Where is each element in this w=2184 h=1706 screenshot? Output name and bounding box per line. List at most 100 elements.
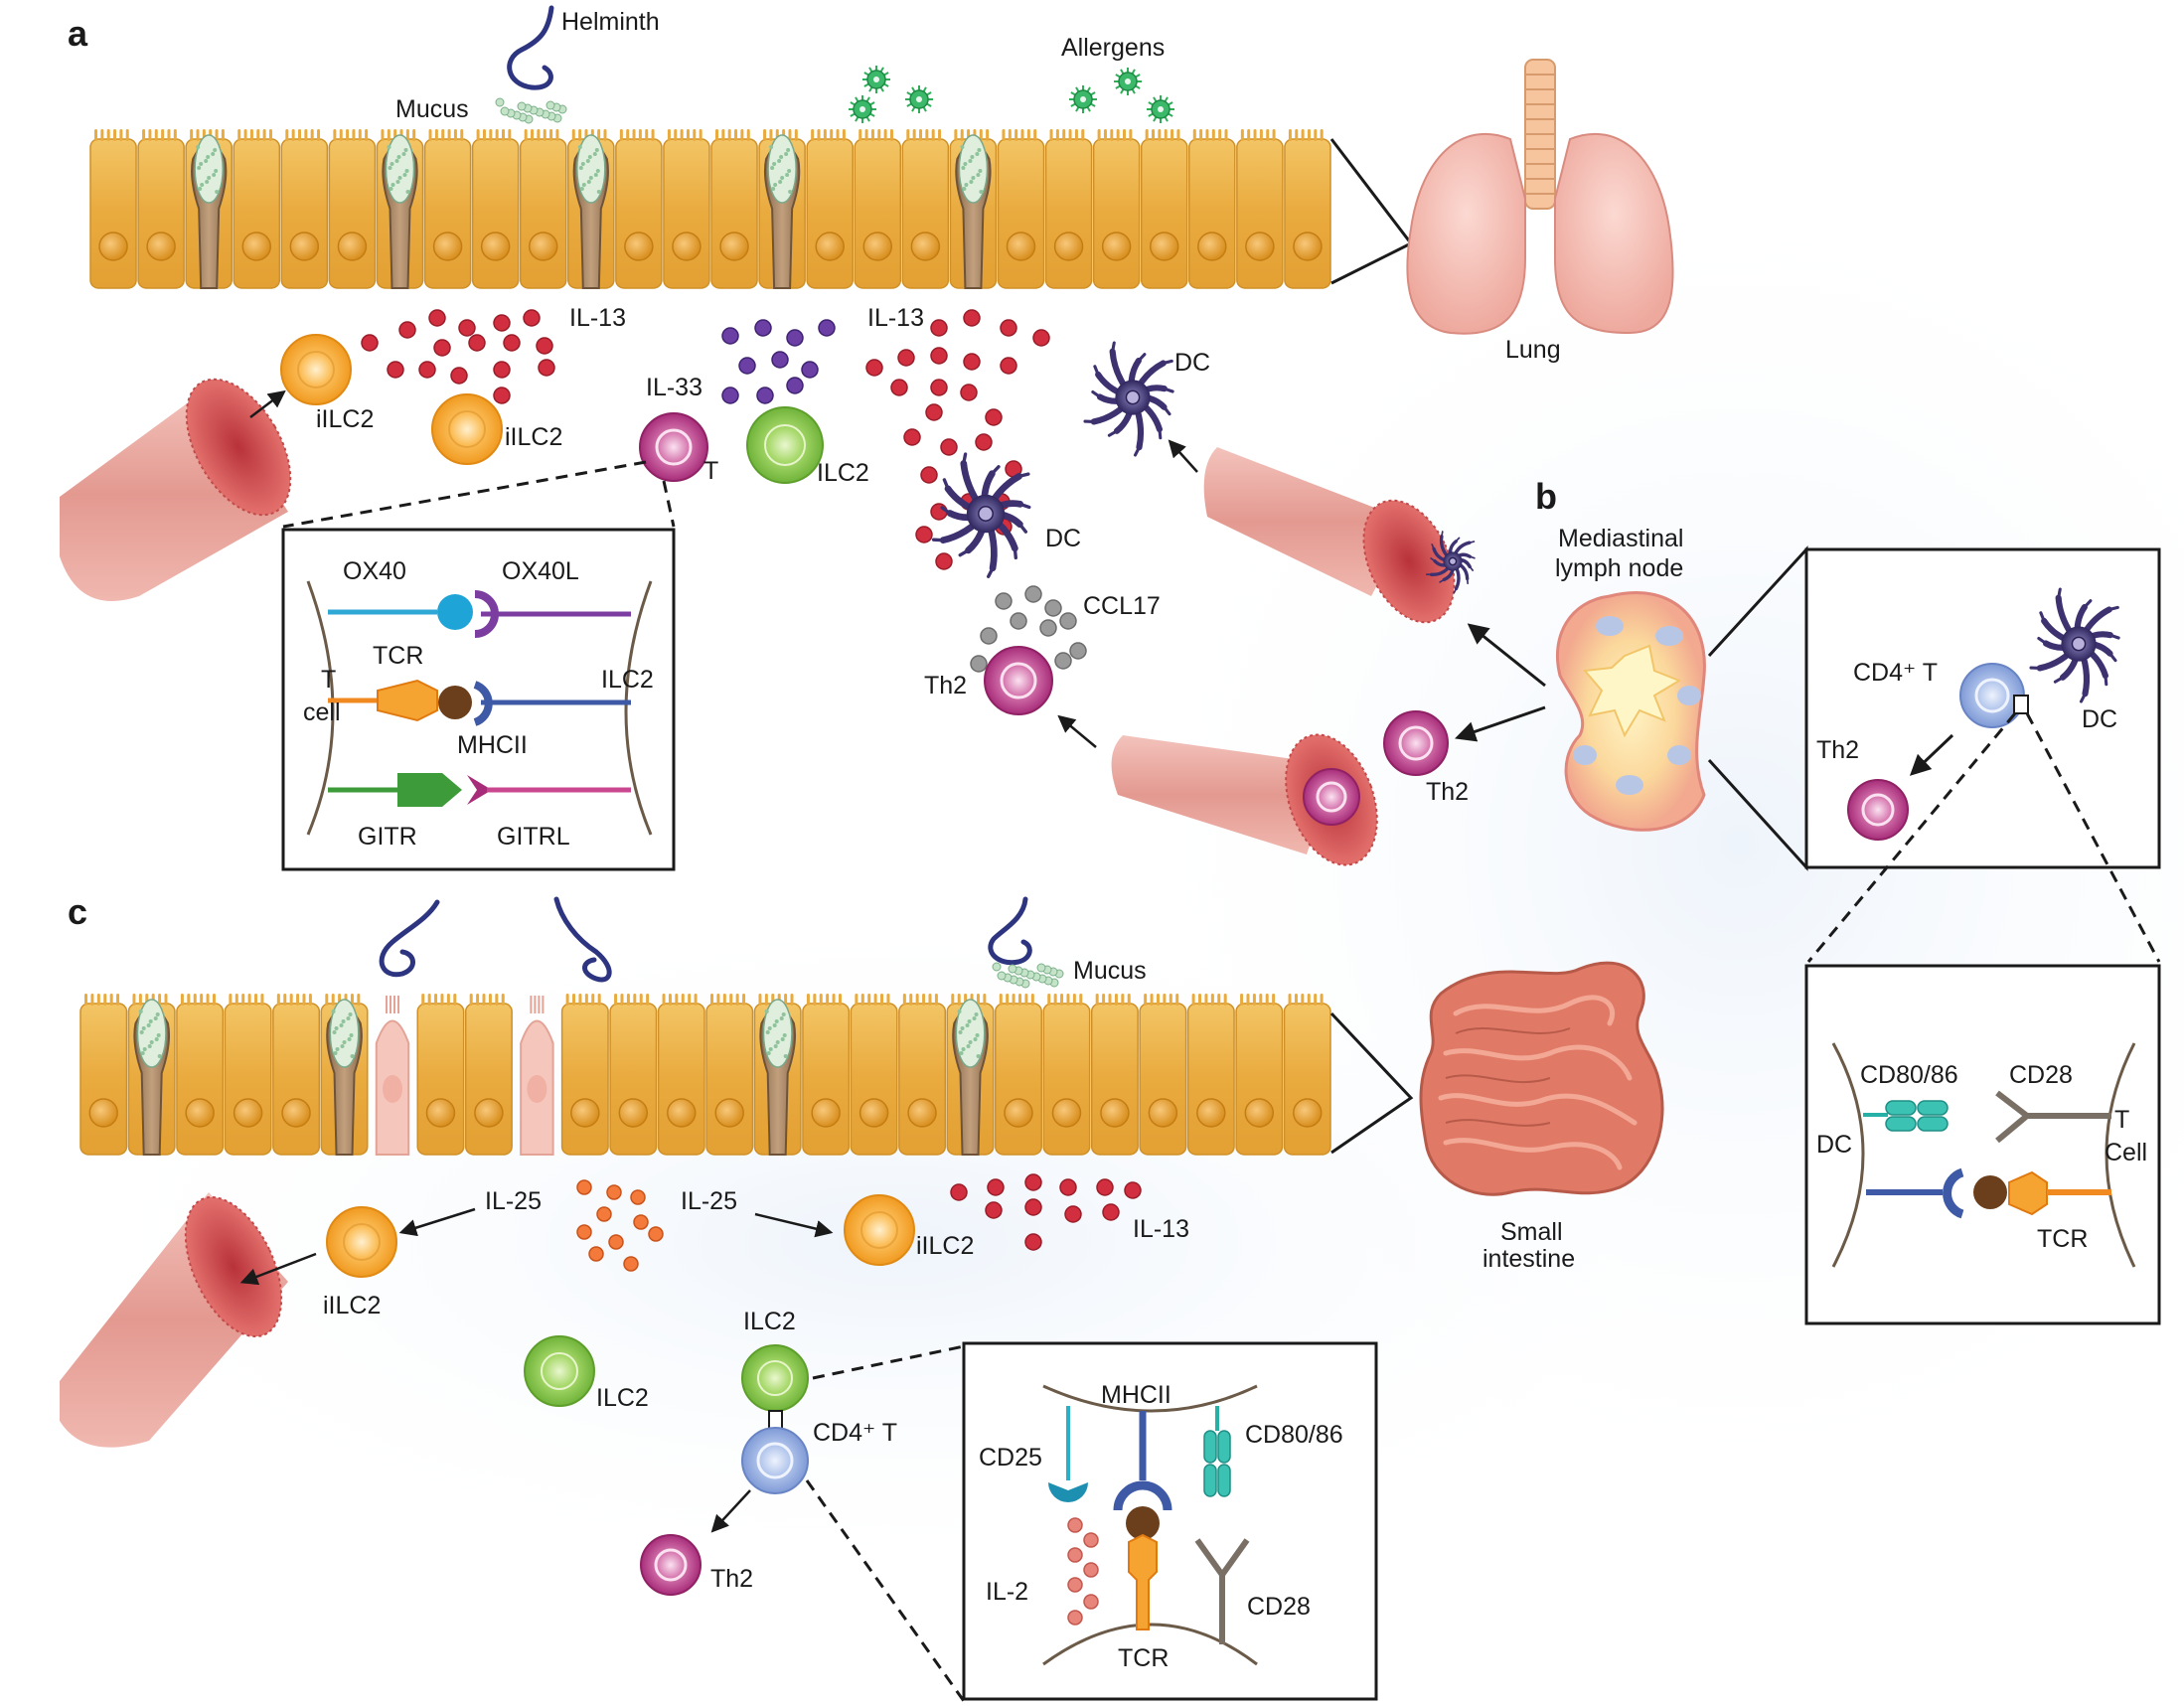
t-cell-label: T (703, 457, 718, 485)
epithelial-cell (1044, 138, 1093, 289)
epithelial-cell (802, 1003, 851, 1156)
cd4t-label: CD4⁺ T (1853, 659, 1938, 687)
signal-arrow (754, 1212, 834, 1238)
ilc2-label: ILC2 (817, 459, 869, 487)
migration-arrow (1057, 714, 1097, 748)
th2-label: Th2 (924, 672, 967, 699)
inset-costimulation (1804, 964, 2161, 1325)
epithelial-cell (423, 138, 472, 289)
epithelial-cell (272, 1003, 321, 1156)
migration-arrow (1467, 623, 1546, 688)
il13-cytokines (865, 309, 1050, 570)
th2-label: Th2 (710, 1565, 753, 1593)
epithelial-cell (995, 1003, 1042, 1156)
lung-epithelium (89, 129, 1331, 289)
ilc2-cell (524, 1335, 595, 1407)
iilc2-cell (431, 393, 503, 465)
inset-label-tcr: TCR (1118, 1644, 1169, 1672)
iilc2-cell (280, 334, 352, 405)
dc-label: DC (1045, 525, 1081, 552)
inset-label-mhcii: MHCII (457, 731, 528, 759)
mucus-label: Mucus (1073, 957, 1147, 985)
inset-ilc2-cd4 (962, 1341, 1378, 1701)
iilc2-label: iILC2 (916, 1232, 974, 1260)
migration-arrow (249, 389, 286, 418)
migration-arrow (239, 1252, 317, 1286)
inset-label-cd80-86: CD80/86 (1860, 1061, 1958, 1089)
small-intestine-label: intestine (1482, 1245, 1575, 1273)
ccl17-label: CCL17 (1083, 592, 1161, 620)
inset-label-cd28: CD28 (1247, 1593, 1311, 1621)
zoom-dashed-line (2025, 712, 2161, 963)
epithelial-cell (1042, 1003, 1091, 1156)
epithelial-cell (705, 1003, 754, 1156)
th2-cell (640, 1534, 702, 1596)
mucus-icon (495, 97, 567, 124)
il33-cytokines (721, 319, 836, 404)
inset-t-cell-ilc2 (281, 528, 676, 871)
inset-label-t-cell: cell (303, 698, 341, 726)
differentiation-arrow (1909, 733, 1954, 776)
signal-arrow (398, 1207, 476, 1237)
epithelial-cell (1090, 1003, 1139, 1156)
inset-dc-t-cell (1804, 547, 2161, 869)
inset-label-ox40l: OX40L (502, 557, 579, 585)
ilc2-cell (746, 406, 824, 484)
inset-label-il2: IL-2 (986, 1578, 1028, 1606)
il13-cytokines (950, 1173, 1142, 1251)
migration-arrow (1455, 705, 1546, 742)
epithelial-cell (1092, 138, 1141, 289)
zoom-dashed-line (812, 1344, 965, 1380)
allergens-label: Allergens (1061, 34, 1165, 62)
lymph-node-label: Mediastinal (1558, 525, 1683, 552)
small-intestine-icon (1419, 961, 1664, 1196)
dendritic-cell (1083, 341, 1174, 457)
lymph-node-icon (1555, 591, 1706, 832)
epithelial-cell (615, 138, 663, 289)
epithelial-cell (464, 1003, 513, 1156)
ilc2-label: ILC2 (743, 1308, 796, 1335)
iilc2-label: iILC2 (323, 1292, 381, 1319)
epithelial-cell (806, 138, 854, 289)
epithelial-cell (609, 1003, 658, 1156)
inset-label-mhcii: MHCII (1101, 1381, 1171, 1409)
epithelial-cell (1139, 1003, 1187, 1156)
helminth-label: Helminth (561, 8, 660, 36)
iilc2-cell (844, 1194, 915, 1266)
ccl17-chemokines (970, 585, 1087, 673)
iilc2-label: iILC2 (505, 423, 562, 451)
epithelial-cell (1284, 138, 1331, 289)
iilc2-cell (326, 1206, 397, 1278)
iilc2-label: iILC2 (316, 405, 374, 433)
zoom-lines (1329, 1011, 1414, 1155)
epithelial-cell (898, 1003, 947, 1156)
inset-label-cd25: CD25 (979, 1444, 1042, 1472)
blood-vessel (60, 378, 292, 601)
cd4-t-cell (741, 1427, 809, 1494)
dc-label: DC (2082, 705, 2117, 733)
ilc2-cell (741, 1344, 809, 1412)
inset-label-ilc2: ILC2 (601, 666, 654, 694)
mucus-label: Mucus (395, 95, 469, 123)
lung-label: Lung (1505, 336, 1561, 364)
inset-label-cell: Cell (2105, 1139, 2147, 1166)
epithelial-cell (233, 138, 281, 289)
epithelial-cell (560, 1003, 609, 1156)
allergens-icon (849, 66, 1174, 123)
helminth-icon (379, 899, 440, 978)
inset-label-t: T (2114, 1106, 2129, 1134)
il25-label: IL-25 (485, 1187, 542, 1215)
il13-label: IL-13 (867, 304, 924, 332)
epithelial-cell (224, 1003, 272, 1156)
t-cell (639, 412, 708, 482)
dendritic-cell (931, 452, 1031, 578)
il25-cytokines (576, 1179, 664, 1272)
epithelial-cell (850, 1003, 898, 1156)
differentiation-arrow (710, 1489, 751, 1533)
epithelial-cell (89, 138, 137, 289)
dc-label: DC (1174, 349, 1210, 377)
dendritic-cell (1425, 531, 1476, 594)
epithelial-cell (997, 138, 1045, 289)
epithelial-cell (137, 138, 185, 289)
blood-vessel (1111, 733, 1378, 866)
